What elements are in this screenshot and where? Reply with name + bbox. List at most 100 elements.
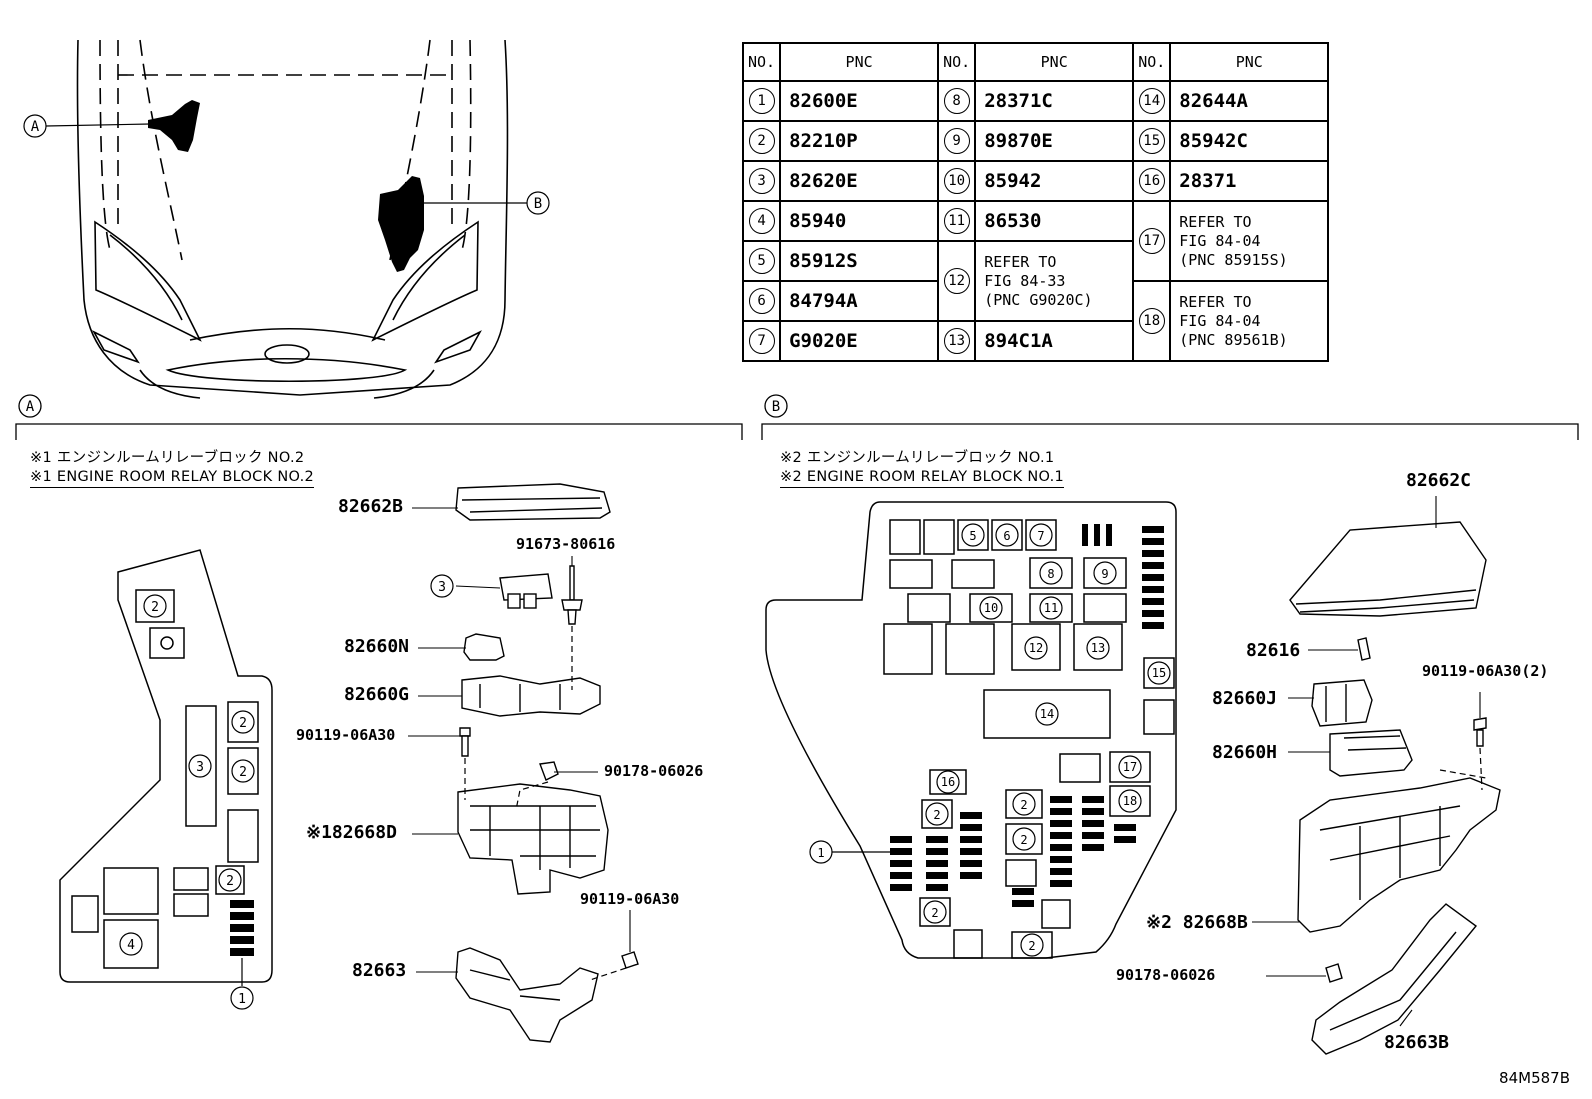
header-pnc: PNC [1169,42,1330,82]
pnc-cell: G9020E [779,320,940,362]
svg-text:2: 2 [933,808,940,822]
table-row: 2 82210P 9 89870E 15 85942C [741,120,1330,162]
header-no: NO. [937,42,977,82]
pnc-cell: 82600E [779,80,940,122]
refer-line: (PNC 85915S) [1179,250,1288,269]
pnc-refer-cell: REFER TO FIG 84-04 (PNC 89561B) [1169,280,1330,362]
item-number: 15 [1138,128,1165,154]
item-number: 8 [943,88,970,114]
pnc-cell: 28371C [974,80,1135,122]
pnc-cell: 89870E [974,120,1135,162]
refer-line: (PNC G9020C) [984,290,1093,309]
pnc-cell: 28371 [1169,160,1330,202]
svg-text:4: 4 [127,938,135,953]
svg-text:2: 2 [239,716,247,731]
svg-text:5: 5 [969,529,976,543]
item-number: 17 [1138,228,1165,254]
item-number: 16 [1138,168,1165,194]
part-label-82616: 82616 [1246,640,1301,661]
refer-line: (PNC 89561B) [1179,330,1288,349]
header-pnc: PNC [779,42,940,82]
item-number: 5 [748,248,775,274]
caption-jp: ※2 エンジンルームリレーブロック NO.1 [780,450,1055,466]
pnc-cell: 85942 [974,160,1135,202]
part-label-90119-06a30-2: 90119-06A30(2) [1422,662,1549,680]
svg-text:15: 15 [1152,666,1166,680]
car-marker-a: A [31,119,40,135]
pnc-cell: 894C1A [974,320,1135,362]
svg-text:13: 13 [1091,641,1105,655]
svg-text:3: 3 [196,760,204,775]
table-row: 4 85940 11 86530 17 REFER TO FIG 84-04 (… [741,200,1330,282]
part-label-82660n: 82660N [344,636,410,657]
part-label-82663b: 82663B [1384,1032,1450,1053]
svg-text:7: 7 [1037,529,1044,543]
pnc-cell: 86530 [974,200,1135,242]
pnc-cell: 82210P [779,120,940,162]
section-b-marker: B [772,399,780,415]
part-label-82668b: ※2 82668B [1146,912,1248,933]
part-label-91673-80616: 91673-80616 [516,535,616,553]
item-number: 6 [748,288,775,314]
pnc-cell: 82620E [779,160,940,202]
svg-text:2: 2 [1028,939,1035,953]
pnc-cell: 85942C [1169,120,1330,162]
svg-text:12: 12 [1029,641,1043,655]
pnc-cell: 84794A [779,280,940,322]
svg-text:2: 2 [226,874,234,889]
section-a-caption: ※1 エンジンルームリレーブロック NO.2 ※1 ENGINE ROOM RE… [30,446,315,488]
car-marker-b: B [534,196,542,212]
svg-text:2: 2 [151,600,159,615]
svg-text:8: 8 [1047,567,1054,581]
section-b-caption: ※2 エンジンルームリレーブロック NO.1 ※2 ENGINE ROOM RE… [780,446,1065,488]
part-label-82668d: ※182668D [306,822,397,843]
vehicle-overview-diagram: A B [23,39,550,399]
part-label-82662c: 82662C [1406,470,1472,491]
refer-line: REFER TO [1179,292,1252,311]
svg-text:1: 1 [817,846,824,860]
refer-line: FIG 84-04 [1179,231,1261,250]
item-number: 18 [1138,308,1165,334]
svg-text:10: 10 [984,601,998,615]
svg-text:2: 2 [239,765,247,780]
table-row: 7 G9020E 13 894C1A [741,320,1328,362]
relay-block-no2-diagram: 2 3 2 2 2 4 1 [59,483,639,1043]
part-label-82660h: 82660H [1212,742,1278,763]
svg-text:6: 6 [1003,529,1010,543]
pnc-refer-cell: REFER TO FIG 84-33 (PNC G9020C) [974,240,1135,322]
item-number: 14 [1138,88,1165,114]
item-number: 3 [748,168,775,194]
refer-line: FIG 84-33 [984,271,1066,290]
svg-text:2: 2 [1020,833,1027,847]
svg-text:2: 2 [931,906,938,920]
part-label-90178-06026: 90178-06026 [604,762,704,780]
refer-line: REFER TO [984,252,1057,271]
pnc-cell: 85940 [779,200,940,242]
svg-text:18: 18 [1123,794,1137,808]
svg-text:3: 3 [438,580,446,595]
part-label-82663: 82663 [352,960,407,981]
caption-jp: ※1 エンジンルームリレーブロック NO.2 [30,450,305,466]
part-label-82662b: 82662B [338,496,404,517]
item-number: 11 [943,208,970,234]
item-number: 2 [748,128,775,154]
header-no: NO. [741,42,782,82]
table-header-row: NO. PNC NO. PNC NO. PNC [741,42,1330,82]
pnc-refer-cell: REFER TO FIG 84-04 (PNC 85915S) [1169,200,1330,282]
svg-text:11: 11 [1044,601,1058,615]
table-row: 3 82620E 10 85942 16 28371 [741,160,1330,202]
table-row: 5 85912S 12 REFER TO FIG 84-33 (PNC G902… [741,240,1328,322]
svg-text:2: 2 [1020,798,1027,812]
item-number: 10 [943,168,970,194]
table-row: 6 84794A 18 REFER TO FIG 84-04 (PNC 8956… [741,280,1330,362]
part-label-90178-06026: 90178-06026 [1116,966,1216,984]
part-label-90119-06a30-b: 90119-06A30 [580,890,680,908]
part-label-82660j: 82660J [1212,688,1278,709]
svg-text:9: 9 [1101,567,1108,581]
caption-en: ※1 ENGINE ROOM RELAY BLOCK NO.2 [30,469,315,488]
svg-text:17: 17 [1123,760,1137,774]
item-number: 1 [748,88,775,114]
item-number: 12 [943,268,970,294]
